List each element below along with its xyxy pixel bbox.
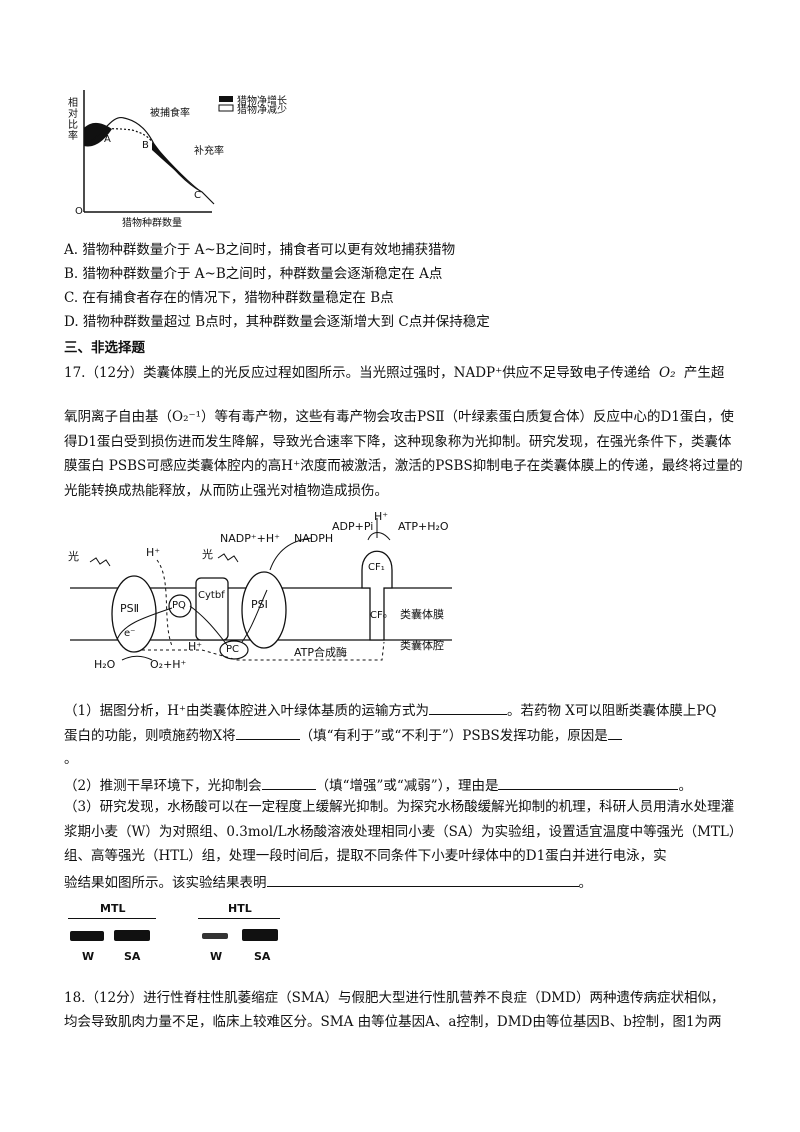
gel-band-htl-w bbox=[202, 933, 228, 939]
x-axis-label: 猎物种群数量 bbox=[122, 218, 182, 229]
q17-sub2: （2）推测干旱环境下，光抑制会 （填“增强”或“减弱”），理由是 。 bbox=[64, 775, 692, 795]
point-a: A bbox=[104, 134, 111, 145]
predator-prey-graph: 相对比率 O 猎物种群数量 猎物净增长 猎物净减少 被捕食率 补充率 A B C bbox=[62, 84, 312, 232]
h-plus-lower-label: H⁺ bbox=[188, 640, 203, 653]
q17-sub3-end: 。 bbox=[578, 875, 593, 891]
answer-blank-2[interactable] bbox=[235, 725, 300, 740]
option-c: C. 在有捕食者存在的情况下，猎物种群数量稳定在 B点 bbox=[64, 290, 394, 306]
q18-line2: 均会导致肌肉力量不足，临床上较难区分。SMA 由等位基因A、a控制，DMD由等位… bbox=[64, 1014, 722, 1030]
q17-sub1-end: 。 bbox=[64, 751, 78, 767]
thylakoid-svg bbox=[70, 518, 452, 661]
legend-swatch-increase bbox=[219, 96, 233, 102]
option-b: B. 猎物种群数量介于 A~B之间时，种群数量会逐渐稳定在 A点 bbox=[64, 266, 443, 282]
q17-body: 氧阴离子自由基（O₂⁻¹）等有毒产物，这些有毒产物会攻击PSⅡ（叶绿素蛋白质复合… bbox=[64, 409, 743, 499]
pq-complex bbox=[168, 594, 192, 618]
h2o-label: H₂O bbox=[94, 658, 116, 671]
q17-sub3-last: 验结果如图所示。该实验结果表明 。 bbox=[64, 872, 592, 892]
option-a: A. 猎物种群数量介于 A~B之间时，捕食者可以更有效地捕获猎物 bbox=[64, 242, 456, 258]
psi-label: PSⅠ bbox=[251, 598, 268, 611]
q17-sub3-body: （3）研究发现，水杨酸可以在一定程度上缓解光抑制。为探究水杨酸缓解光抑制的机理，… bbox=[64, 799, 743, 864]
origin-label: O bbox=[75, 206, 83, 217]
h-plus-label: H⁺ bbox=[146, 546, 161, 559]
q17-sub2-end: 。 bbox=[678, 778, 692, 794]
option-d: D. 猎物种群数量超过 B点时，其种群数量会逐渐增大到 C点并保持稳定 bbox=[64, 314, 490, 330]
gel-band-mtl-sa bbox=[114, 930, 150, 941]
q17-head-tail: 产生超 bbox=[683, 365, 725, 381]
capture-rate-label: 被捕食率 bbox=[150, 108, 190, 119]
pc-label: PC bbox=[226, 644, 240, 655]
light-label-2: 光 bbox=[202, 548, 213, 561]
gel-mtl-line bbox=[68, 918, 156, 919]
cf1-label: CF₁ bbox=[368, 562, 385, 573]
h-plus-top-label: H⁺ bbox=[374, 510, 389, 523]
lumen-label: 类囊体腔 bbox=[400, 639, 444, 652]
point-b: B bbox=[142, 140, 149, 151]
q17-sub1-a: （1）据图分析，H⁺由类囊体腔进入叶绿体基质的运输方式为 bbox=[64, 703, 429, 719]
atp-synthase bbox=[361, 550, 393, 641]
psii-label: PSⅡ bbox=[120, 602, 140, 615]
o2h-label: O₂+H⁺ bbox=[150, 658, 187, 671]
answer-blank-5[interactable] bbox=[498, 775, 679, 790]
graph-svg bbox=[83, 90, 234, 213]
cf0-label: CF₀ bbox=[370, 610, 387, 621]
gel-w2-label: W bbox=[210, 950, 223, 963]
q17-sub1-c: 蛋白的功能，则喷施药物X将 bbox=[64, 728, 236, 744]
pq-label: PQ bbox=[172, 600, 186, 611]
thylakoid-diagram: 光 光 H⁺ H⁺ H⁺ PSⅡ PSⅠ PQ Cytbf PC e⁻ NADP… bbox=[62, 510, 472, 675]
answer-blank-1[interactable] bbox=[429, 700, 507, 715]
gel-sa1-label: SA bbox=[124, 950, 141, 963]
answer-blank-6[interactable] bbox=[266, 872, 579, 887]
q17-head: 17.（12分）类囊体膜上的光反应过程如图所示。当光照过强时，NADP⁺供应不足… bbox=[64, 364, 724, 382]
gel-htl-label: HTL bbox=[228, 902, 252, 915]
gel-w1-label: W bbox=[82, 950, 95, 963]
q17-sub1-b: 。若药物 X可以阻断类囊体膜上PQ bbox=[507, 703, 717, 719]
gel-band-htl-sa bbox=[242, 929, 278, 941]
legend-swatch-decrease bbox=[218, 104, 234, 112]
q17-sub1-line2: 蛋白的功能，则喷施药物X将 （填“有利于”或“不利于”）PSBS发挥功能，原因是 bbox=[64, 725, 622, 745]
cytbf-label: Cytbf bbox=[198, 590, 225, 601]
nadph-label: NADPH bbox=[294, 532, 334, 545]
adp-label: ADP+Pi bbox=[332, 520, 374, 533]
legend-increase: 猎物净增长 bbox=[237, 96, 287, 107]
q17-sub3-last-text: 验结果如图所示。该实验结果表明 bbox=[64, 875, 267, 891]
atp-synthase-label: ATP合成酶 bbox=[294, 646, 348, 659]
gel-band-mtl-w bbox=[70, 931, 104, 941]
point-c: C bbox=[194, 190, 201, 201]
capture-rate-curve bbox=[83, 117, 215, 205]
q17-sub2-b: （填“增强”或“减弱”），理由是 bbox=[315, 778, 499, 794]
replenish-rate-curve bbox=[83, 127, 153, 143]
q17-sub1-line1: （1）据图分析，H⁺由类囊体腔进入叶绿体基质的运输方式为 。若药物 X可以阻断类囊… bbox=[64, 700, 717, 720]
q17-head-text: 17.（12分）类囊体膜上的光反应过程如图所示。当光照过强时，NADP⁺供应不足… bbox=[64, 365, 651, 381]
y-axis-label: 相对比率 bbox=[68, 98, 78, 142]
answer-blank-4[interactable] bbox=[261, 775, 316, 790]
gel-figure: MTL HTL W SA W SA bbox=[62, 898, 292, 970]
light-label-1: 光 bbox=[68, 550, 79, 563]
membrane-label: 类囊体膜 bbox=[400, 608, 444, 621]
gel-htl-line bbox=[198, 918, 280, 919]
replenish-rate-label: 补充率 bbox=[194, 146, 224, 157]
q18-line1: 18.（12分）进行性脊柱性肌萎缩症（SMA）与假肥大型进行性肌营养不良症（DM… bbox=[64, 990, 725, 1006]
section-title: 三、非选择题 bbox=[64, 340, 145, 356]
electron-label: e⁻ bbox=[124, 628, 136, 639]
q17-sub1-d: （填“有利于”或“不利于”）PSBS发挥功能，原因是 bbox=[299, 728, 608, 744]
answer-blank-3[interactable] bbox=[607, 725, 622, 740]
legend-decrease: 猎物净减少 bbox=[237, 105, 287, 116]
gel-mtl-label: MTL bbox=[100, 902, 126, 915]
pc-complex bbox=[219, 640, 249, 660]
psi-complex bbox=[241, 571, 287, 649]
cytbf-complex bbox=[195, 577, 229, 641]
q17-sub2-a: （2）推测干旱环境下，光抑制会 bbox=[64, 778, 262, 794]
gel-sa2-label: SA bbox=[254, 950, 271, 963]
q17-o2: O₂ bbox=[659, 365, 676, 381]
nadp-label: NADP⁺+H⁺ bbox=[220, 532, 280, 545]
atp-label: ATP+H₂O bbox=[398, 520, 449, 533]
